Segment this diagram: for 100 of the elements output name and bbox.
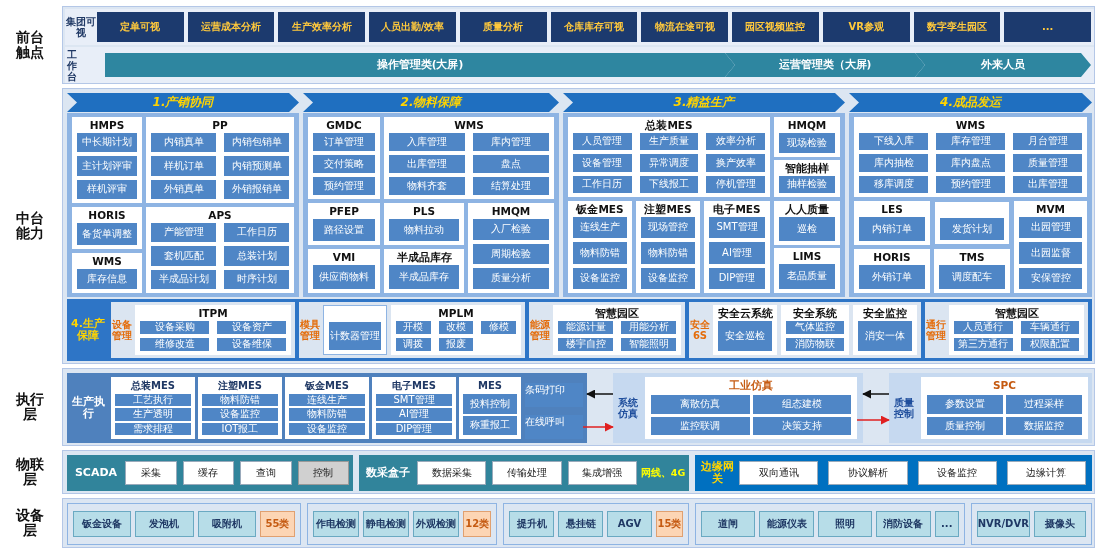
function-tile: 巡检 — [779, 217, 835, 241]
system-card — [636, 201, 700, 293]
function-tile: 连线生产 — [573, 217, 627, 239]
chevron-banner: 运营管理类（大屏) — [725, 53, 925, 77]
function-tile: 第三方通行 — [954, 338, 1013, 351]
system-name: 总装MES — [644, 118, 694, 133]
system-name: 钣金MES — [304, 379, 350, 393]
function-tile: 设备监控 — [917, 461, 997, 485]
system-name: HORIS — [87, 208, 127, 223]
function-tile: 设备监控 — [289, 422, 365, 435]
function-tile: 人员管理 — [573, 133, 632, 151]
function-tile: 半成品库存 — [389, 265, 459, 289]
system-name: WMS — [954, 118, 987, 133]
function-tile: 能源计量 — [558, 321, 613, 334]
function-tile: 报废 — [438, 338, 474, 351]
device-tile: 钣金设备 — [73, 511, 132, 537]
system-name: PP — [211, 118, 229, 133]
function-tile: 中长期计划 — [77, 133, 137, 153]
function-tile: 采集 — [125, 461, 177, 485]
function-tile: 物料防错 — [573, 242, 627, 264]
function-tile: 连线生产 — [289, 394, 365, 407]
system-card — [384, 117, 554, 199]
function-tile: 智能照明 — [621, 338, 676, 351]
device-tile: 能源仪表 — [759, 511, 814, 537]
function-tile: 决策支持 — [752, 416, 851, 435]
function-tile: 条码打印 — [525, 383, 583, 407]
function-tile: 物料拉动 — [389, 219, 459, 241]
system-card — [553, 305, 681, 355]
function-tile: 质量分析 — [459, 12, 547, 42]
system-name: ITPM — [197, 306, 229, 321]
system-card — [934, 201, 1010, 245]
category-panel — [925, 302, 1088, 358]
function-tile: 集成增强 — [567, 461, 637, 485]
function-tile: 设备监控 — [641, 267, 695, 289]
system-card — [774, 248, 840, 293]
function-tile: 工作日历 — [573, 175, 632, 193]
system-card — [135, 305, 291, 355]
function-tile: 外销报销单 — [224, 179, 289, 199]
stage-panel — [303, 93, 559, 297]
function-tile: 人员通行 — [954, 321, 1013, 334]
system-card — [198, 377, 282, 439]
device-tile: ... — [934, 511, 959, 537]
function-tile: 样机订单 — [151, 156, 216, 176]
function-tile: 现场管控 — [641, 217, 695, 239]
function-tile: 消安一体 — [858, 321, 912, 351]
function-tile: 样机评审 — [77, 179, 137, 199]
function-tile: 改模 — [438, 321, 474, 334]
chevron-banner: 外来人员 — [915, 53, 1091, 77]
device-group-panel — [307, 503, 497, 545]
stage-banner: 1.产销协同 — [67, 93, 299, 112]
function-tile: 数字孪生园区 — [913, 12, 1001, 42]
system-name: PFEP — [328, 204, 360, 219]
system-card — [949, 305, 1084, 355]
function-tile: 效率分析 — [706, 133, 765, 151]
function-tile: 主计划评审 — [77, 156, 137, 176]
stage-panel — [563, 93, 845, 297]
function-tile: 车辆通行 — [1020, 321, 1079, 334]
system-card — [645, 377, 857, 439]
layer-label: 物联层 — [14, 454, 45, 489]
function-tile: 出库管理 — [389, 155, 465, 173]
function-tile: 过程采样 — [1006, 395, 1082, 414]
function-tile: 生产效率分析 — [278, 12, 366, 42]
stage-banner: 2.物料保障 — [303, 93, 559, 112]
function-tile: 物料齐套 — [389, 177, 465, 195]
device-tile: 吸附机 — [197, 511, 256, 537]
system-card — [774, 201, 840, 245]
category-panel — [67, 299, 1092, 361]
function-tile: 内销包销单 — [224, 133, 289, 153]
function-tile: 仓库库存可视 — [550, 12, 638, 42]
system-card — [853, 305, 917, 355]
function-tile: 投料控制 — [463, 394, 517, 414]
function-tile: 出库管理 — [1013, 175, 1082, 193]
function-tile: SMT管理 — [709, 217, 765, 239]
function-tile: 库内管理 — [473, 133, 549, 151]
system-card — [72, 253, 142, 293]
system-card — [384, 203, 464, 245]
function-tile: 周期检验 — [473, 243, 549, 265]
system-name: 钣金MES — [574, 202, 625, 217]
function-tile: 内销订单 — [859, 217, 925, 241]
device-tile: 外观检测 — [413, 511, 460, 537]
function-tile: 停机管理 — [706, 175, 765, 193]
function-tile: 设备资产 — [217, 321, 286, 334]
system-name: 安全云系统 — [716, 306, 774, 321]
layer-label: 前台触点 — [15, 27, 45, 62]
function-tile: 设备监控 — [202, 408, 278, 421]
stage-panel — [849, 93, 1092, 297]
category-label: SCADA — [73, 464, 119, 481]
system-card — [854, 201, 930, 245]
category-label: 质量控制 — [893, 396, 915, 421]
device-tile: 提升机 — [509, 511, 554, 537]
category-panel — [689, 302, 921, 358]
category-panel — [67, 455, 353, 491]
system-name: LES — [880, 202, 904, 217]
system-card — [146, 207, 294, 293]
function-tile: 异常调度 — [639, 154, 699, 172]
system-card — [854, 249, 930, 293]
category-panel — [299, 302, 525, 358]
system-card — [1014, 201, 1087, 293]
function-tile: 需求排程 — [115, 422, 191, 435]
system-name: 注塑MES — [217, 379, 263, 393]
